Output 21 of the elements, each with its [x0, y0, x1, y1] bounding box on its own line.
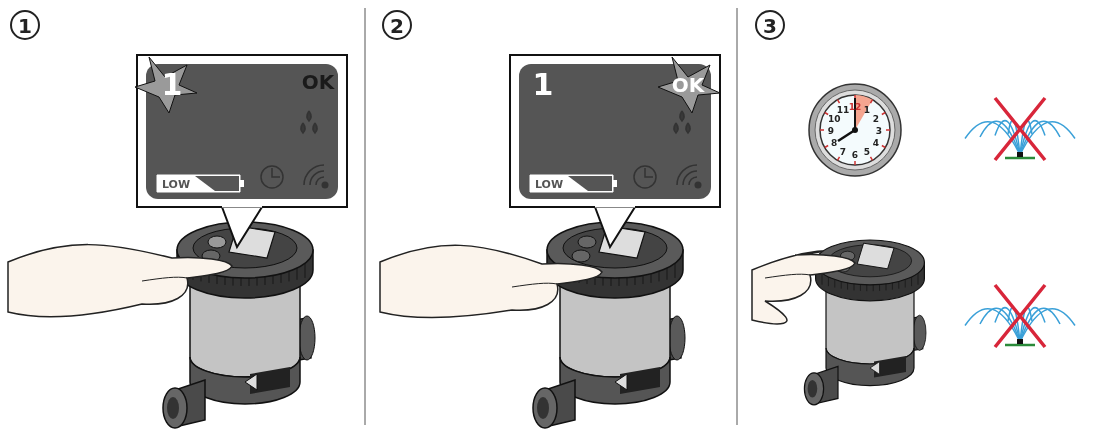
step-number: 2	[390, 16, 404, 36]
step-number: 1	[18, 16, 32, 36]
clock-numeral: 2	[872, 114, 879, 124]
step-number: 3	[763, 16, 777, 36]
clock-numeral: 12	[848, 102, 862, 112]
clock-numeral: 1	[863, 105, 871, 115]
display-digit: 1	[161, 70, 183, 100]
display-digit: 1	[532, 70, 554, 100]
clock-numeral: 5	[863, 147, 871, 157]
clock-numeral: 9	[827, 126, 835, 136]
clock-numeral: 11	[836, 105, 850, 115]
clock-numeral: 4	[872, 138, 879, 148]
display-ok-text: OK	[671, 75, 705, 95]
clock-numeral: 10	[827, 114, 841, 124]
battery-low-text: LOW	[534, 178, 564, 190]
clock-numeral: 7	[839, 147, 847, 157]
clock-numeral: 6	[851, 150, 859, 160]
display-ok-text: OK	[301, 72, 335, 92]
clock-numeral: 3	[875, 126, 883, 136]
battery-low-text: LOW	[161, 178, 191, 190]
clock-numeral: 8	[831, 138, 838, 148]
